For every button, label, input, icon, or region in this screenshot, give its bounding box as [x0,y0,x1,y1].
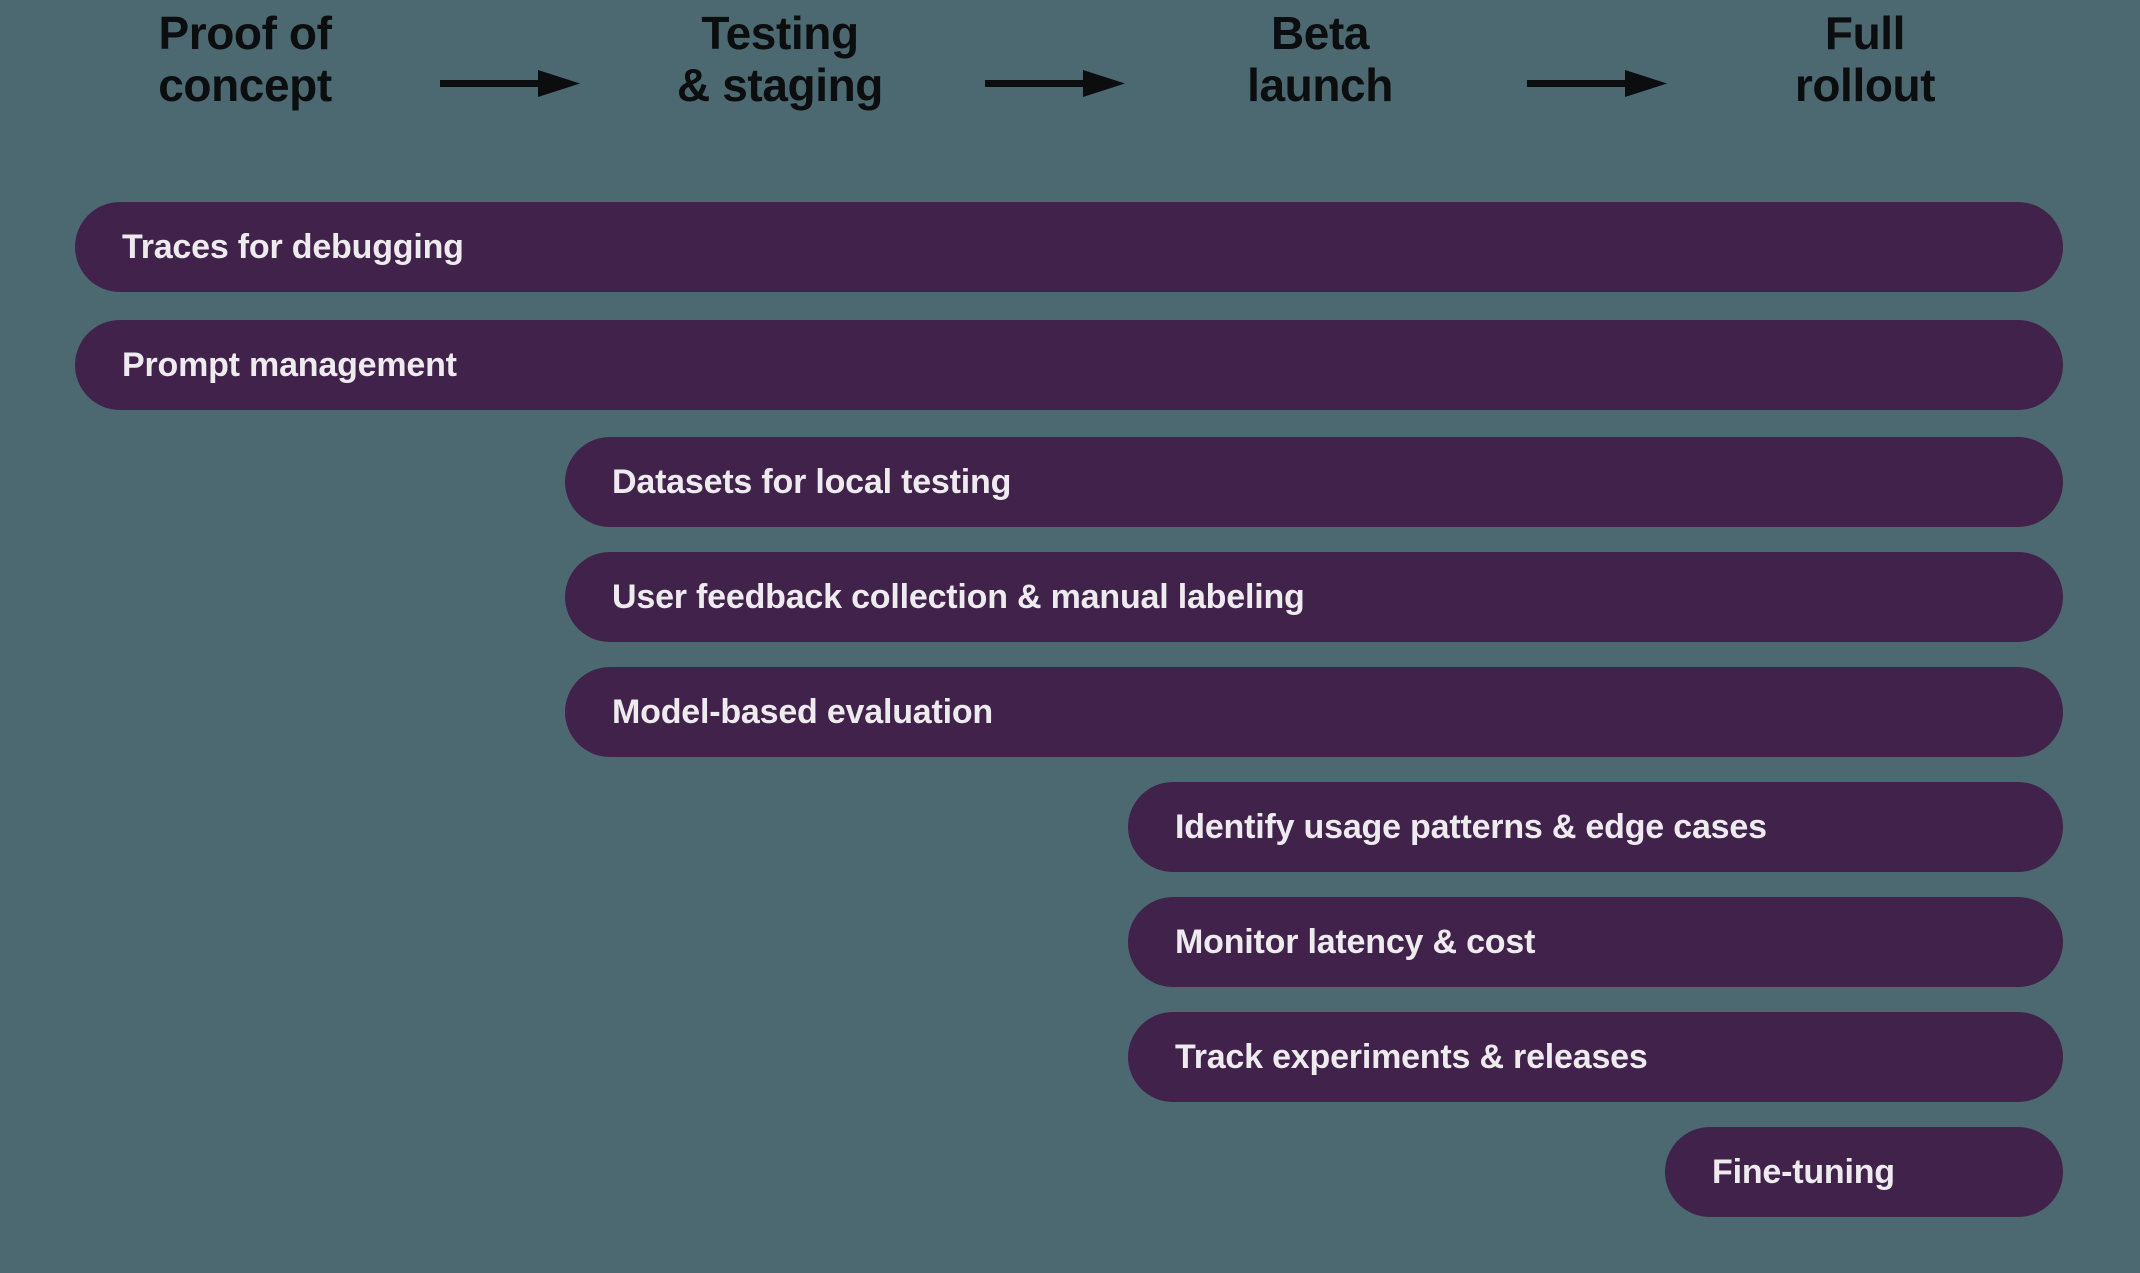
capability-bar-label: Track experiments & releases [1175,1038,1648,1076]
capability-bar-label: Prompt management [122,346,457,384]
capability-bar-label: Identify usage patterns & edge cases [1175,808,1767,846]
capability-bar-label: Traces for debugging [122,228,464,266]
capability-bar[interactable]: Prompt management [75,320,2063,410]
capability-bar[interactable]: Identify usage patterns & edge cases [1128,782,2063,872]
capability-bar-label: Monitor latency & cost [1175,923,1536,961]
phase-label-full-rollout: Full rollout [1794,7,1936,111]
capability-bar[interactable]: Traces for debugging [75,202,2063,292]
capability-bar-label: Fine-tuning [1712,1153,1895,1191]
arrow-testing-to-beta-icon [985,68,1125,98]
capability-bar-label: Datasets for local testing [612,463,1012,501]
phase-label-beta-launch: Beta launch [1247,7,1393,111]
arrow-poc-to-testing-icon [440,68,580,98]
phase-label-testing-and-staging: Testing & staging [677,7,883,111]
capability-bar[interactable]: User feedback collection & manual labeli… [565,552,2063,642]
capability-bar[interactable]: Monitor latency & cost [1128,897,2063,987]
capability-bar-label: Model-based evaluation [612,693,994,731]
capability-bar[interactable]: Track experiments & releases [1128,1012,2063,1102]
capability-bar[interactable]: Fine-tuning [1665,1127,2063,1217]
arrow-beta-to-rollout-icon [1527,68,1667,98]
capability-bar-label: User feedback collection & manual labeli… [612,578,1305,616]
capability-bar[interactable]: Model-based evaluation [565,667,2063,757]
phase-label-proof-of-concept: Proof of concept [158,7,332,111]
capability-bar[interactable]: Datasets for local testing [565,437,2063,527]
